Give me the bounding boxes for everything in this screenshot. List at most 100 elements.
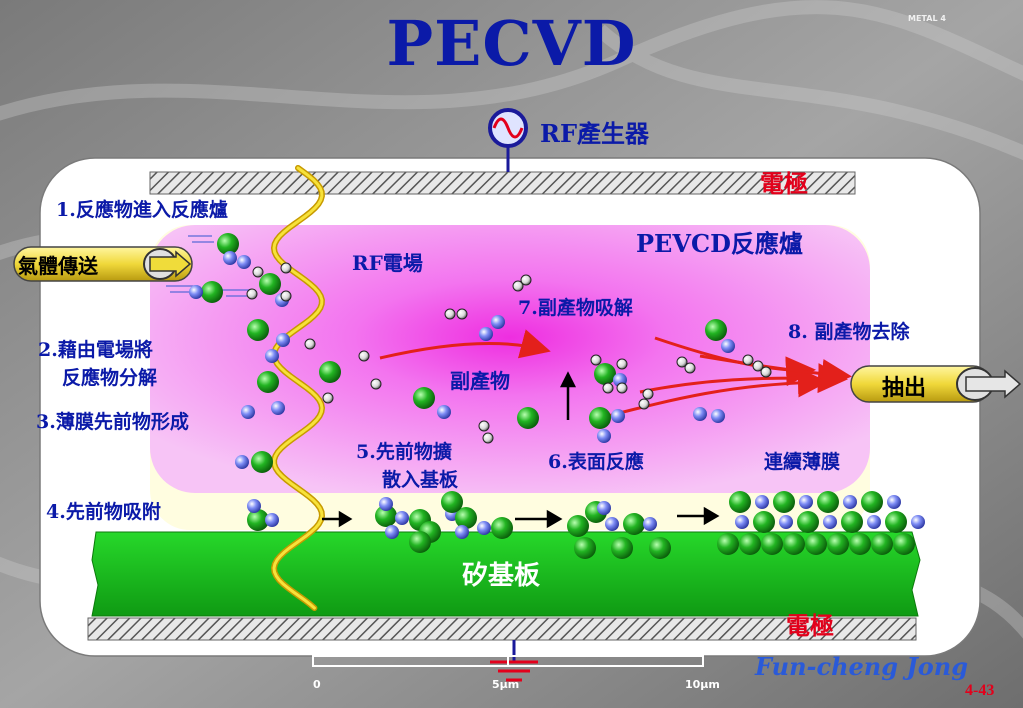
precursor-molecule <box>319 361 341 383</box>
continuous-film-label: 連續薄膜 <box>764 451 841 473</box>
precursor-molecule <box>705 319 727 341</box>
byproduct-atom <box>742 354 754 366</box>
sine-wave-icon <box>488 108 528 148</box>
reactant-atom <box>223 251 237 265</box>
reactant-atom <box>479 327 493 341</box>
precursor-molecule <box>739 533 761 555</box>
byproduct-atom <box>602 382 614 394</box>
reactant-atom <box>755 495 769 509</box>
reactant-atom <box>711 409 725 423</box>
reactant-atom <box>911 515 925 529</box>
reactant-atom <box>643 517 657 531</box>
byproduct-atom <box>478 420 490 432</box>
byproduct-atom <box>370 378 382 390</box>
precursor-molecule <box>623 513 645 535</box>
step-4: 4.先前物吸附 <box>46 501 161 523</box>
byproduct-atom <box>322 392 334 404</box>
byproduct-atom <box>642 388 654 400</box>
step-1: 1.反應物進入反應爐 <box>56 199 228 221</box>
reactant-atom <box>867 515 881 529</box>
reactant-atom <box>379 497 393 511</box>
precursor-molecule <box>517 407 539 429</box>
reactant-atom <box>241 405 255 419</box>
reactant-atom <box>235 455 249 469</box>
byproduct-atom <box>752 360 764 372</box>
byproduct-atom <box>512 280 524 292</box>
reactant-atom <box>799 495 813 509</box>
precursor-molecule <box>574 537 596 559</box>
step-7: 7.副產物吸解 <box>518 297 633 319</box>
precursor-molecule <box>729 491 751 513</box>
precursor-molecule <box>849 533 871 555</box>
precursor-molecule <box>753 511 775 533</box>
process-arrows <box>322 371 720 529</box>
reactant-atom <box>247 499 261 513</box>
byproduct-atom <box>616 358 628 370</box>
reactant-atom <box>265 513 279 527</box>
precursor-molecule <box>567 515 589 537</box>
reactant-atom <box>237 255 251 269</box>
byproduct-atom <box>280 290 292 302</box>
page-title: PECVD <box>386 7 637 80</box>
gas-inlet-label: 氣體傳送 <box>18 254 98 278</box>
reactant-atom <box>597 429 611 443</box>
gas-inlet-tube[interactable] <box>13 246 193 282</box>
precursor-molecule <box>805 533 827 555</box>
byproduct-atom <box>676 356 688 368</box>
precursor-molecule <box>773 491 795 513</box>
byproduct-atom <box>638 398 650 410</box>
precursor-molecule <box>217 233 239 255</box>
byproduct-atom <box>280 262 292 274</box>
precursor-molecule <box>761 533 783 555</box>
reactant-atom <box>887 495 901 509</box>
byproduct-atom <box>304 338 316 350</box>
exhaust-tube[interactable] <box>850 365 1022 403</box>
scale-label-10: 10μm <box>685 678 720 691</box>
reactant-atom <box>491 315 505 329</box>
substrate-label: 矽基板 <box>462 561 541 591</box>
reactant-atom <box>611 409 625 423</box>
byproduct-atom <box>246 288 258 300</box>
author-credit: Fun-cheng Jong <box>755 652 968 681</box>
byproduct-label: 副產物 <box>450 369 510 393</box>
reactant-atom <box>395 511 409 525</box>
precursor-molecule <box>409 531 431 553</box>
arrow-up-icon <box>559 371 577 420</box>
precursor-molecule <box>594 363 616 385</box>
byproduct-atom <box>520 274 532 286</box>
reactant-atom <box>271 401 285 415</box>
bottom-electrode-label: 電極 <box>786 611 834 640</box>
bottom-electrode <box>87 617 917 641</box>
arrow-right-icon <box>322 510 353 528</box>
byproduct-atom <box>590 354 602 366</box>
precursor-molecule <box>247 319 269 341</box>
arrow-right-icon <box>677 506 720 526</box>
step-2-line-2: 反應物分解 <box>62 367 158 389</box>
reactant-atom <box>735 515 749 529</box>
byproduct-atom <box>760 366 772 378</box>
precursor-molecule <box>817 491 839 513</box>
rf-generator-label: RF產生器 <box>540 119 649 148</box>
byproduct-atom <box>252 266 264 278</box>
byproduct-atom <box>616 382 628 394</box>
precursor-molecule <box>491 517 513 539</box>
top-electrode-label: 電極 <box>760 169 808 198</box>
precursor-molecule <box>201 281 223 303</box>
arrow-right-icon <box>149 250 192 278</box>
precursor-molecule <box>589 407 611 429</box>
reactor-label: PEVCD反應爐 <box>636 229 803 258</box>
precursor-molecule <box>611 537 633 559</box>
precursor-molecule <box>247 509 269 531</box>
precursor-molecule <box>861 491 883 513</box>
reactant-atom <box>385 525 399 539</box>
precursor-molecule <box>841 511 863 533</box>
reactant-atom <box>189 285 203 299</box>
precursor-molecule <box>455 507 477 529</box>
arrow-right-icon <box>965 369 1022 399</box>
precursor-molecule <box>413 387 435 409</box>
precursor-molecule <box>893 533 915 555</box>
step-8: 8. 副產物去除 <box>788 321 910 343</box>
step-3: 3.薄膜先前物形成 <box>36 411 189 433</box>
exhaust-label: 抽出 <box>882 375 927 401</box>
